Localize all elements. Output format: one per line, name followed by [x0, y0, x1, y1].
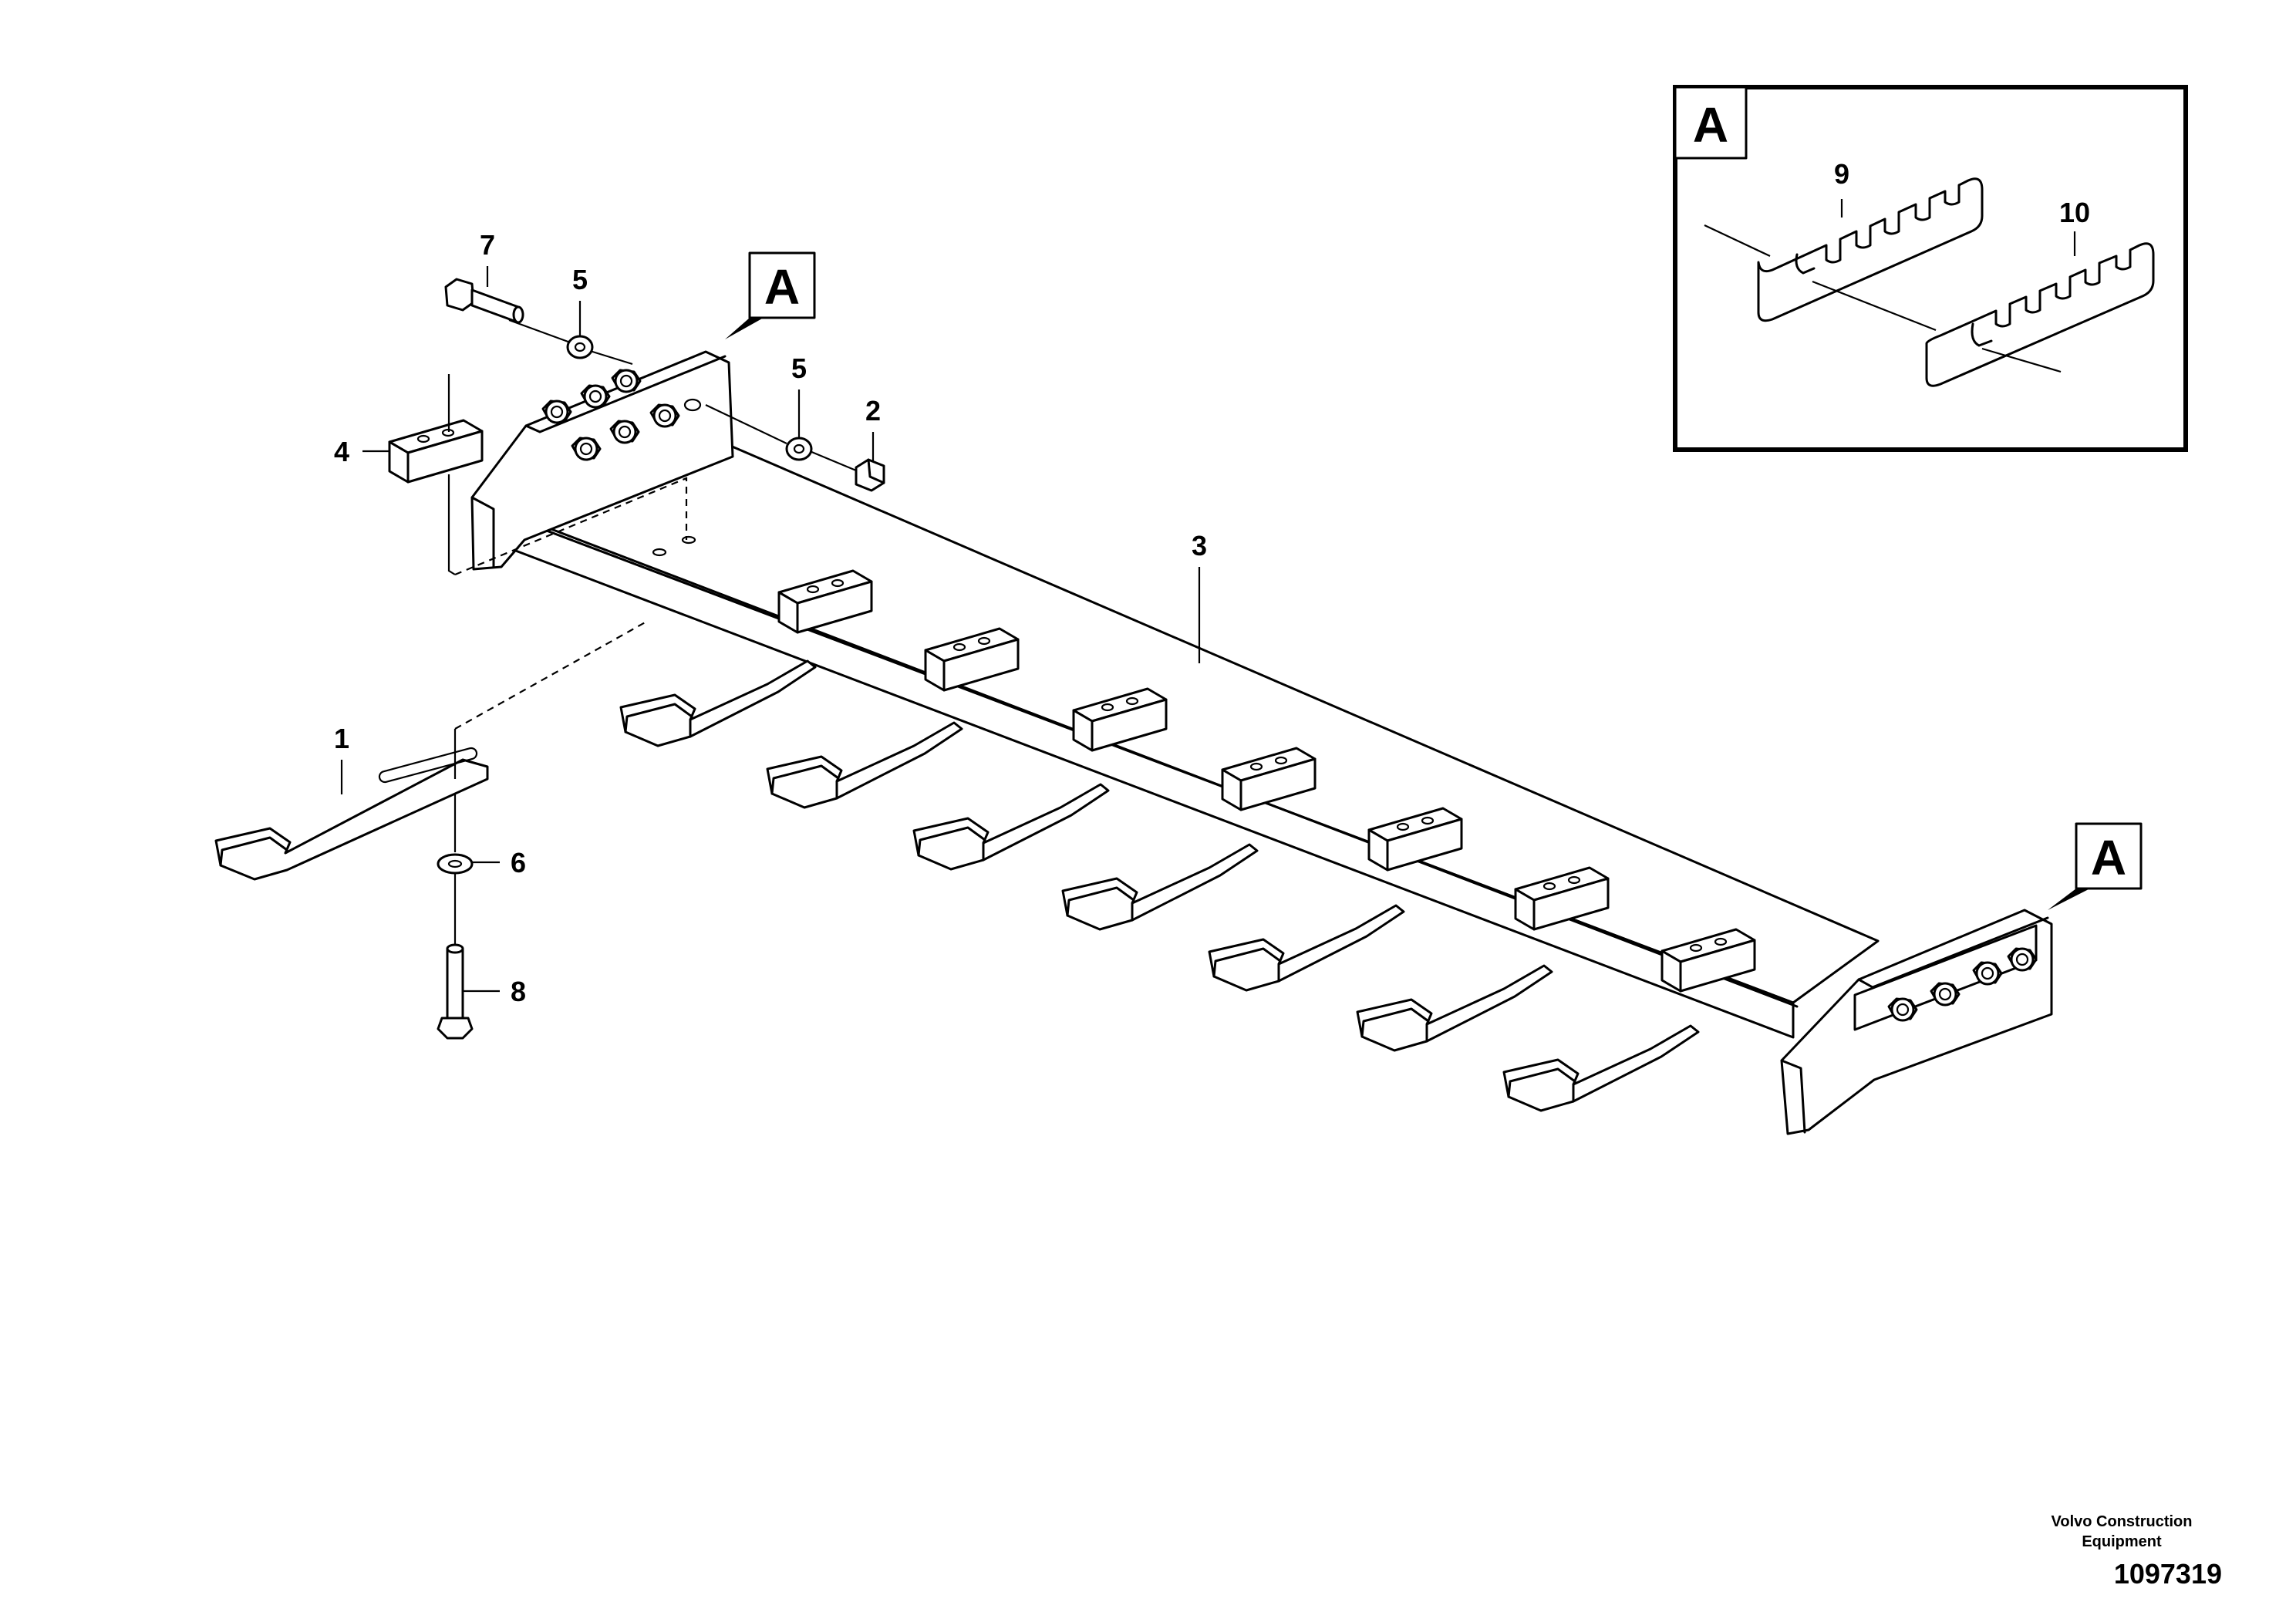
callout-5-left: 5 — [572, 264, 588, 295]
tooth — [619, 659, 817, 747]
tooth — [912, 783, 1110, 871]
bolt-item-8 — [437, 943, 474, 1040]
bolt-item-7 — [444, 278, 524, 324]
pad-item-4 — [388, 419, 484, 484]
detail-flag-a-left: A — [725, 251, 816, 339]
shim-item-9 — [1757, 177, 1984, 322]
tooth-item-1 — [214, 747, 489, 881]
svg-text:A: A — [764, 259, 800, 315]
callout-1: 1 — [334, 723, 349, 754]
shim-item-10 — [1925, 242, 2155, 387]
callout-leaders — [340, 266, 1201, 993]
detail-flag-a-right: A — [2048, 822, 2143, 910]
drawing-number: 1097319 — [2113, 1558, 2222, 1590]
callout-6: 6 — [511, 847, 526, 878]
tooth — [1208, 904, 1405, 992]
cutting-edge-beam — [492, 432, 1880, 1039]
inset-detail-a: A — [1673, 85, 2188, 452]
callout-3: 3 — [1192, 530, 1207, 561]
brand-line-1: Volvo Construction — [2051, 1513, 2193, 1530]
callout-10: 10 — [2059, 197, 2090, 228]
brand-label: Volvo Construction Equipment — [2021, 1512, 2222, 1552]
callout-8: 8 — [511, 976, 526, 1007]
svg-text:A: A — [2091, 830, 2126, 885]
tooth — [766, 721, 963, 809]
washer-item-6 — [437, 853, 474, 875]
svg-text:A: A — [1693, 97, 1728, 153]
right-end-plate — [1780, 909, 2053, 1135]
assembly-lines — [447, 319, 857, 945]
tooth — [1356, 964, 1553, 1052]
callout-4: 4 — [334, 436, 349, 467]
callout-2: 2 — [865, 395, 881, 427]
callout-5-right: 5 — [791, 352, 807, 384]
nut-item-2 — [855, 458, 885, 492]
callout-numbers: 7 5 5 2 4 3 1 6 8 9 10 — [334, 158, 2090, 1007]
tooth — [1061, 843, 1259, 931]
tooth — [1502, 1024, 1700, 1112]
callout-9: 9 — [1834, 158, 1849, 190]
washer-item-5-left — [566, 335, 594, 359]
left-end-plate — [470, 350, 734, 571]
callout-7: 7 — [480, 229, 495, 261]
brand-line-2: Equipment — [2082, 1533, 2162, 1550]
washer-item-5-right — [785, 437, 813, 461]
